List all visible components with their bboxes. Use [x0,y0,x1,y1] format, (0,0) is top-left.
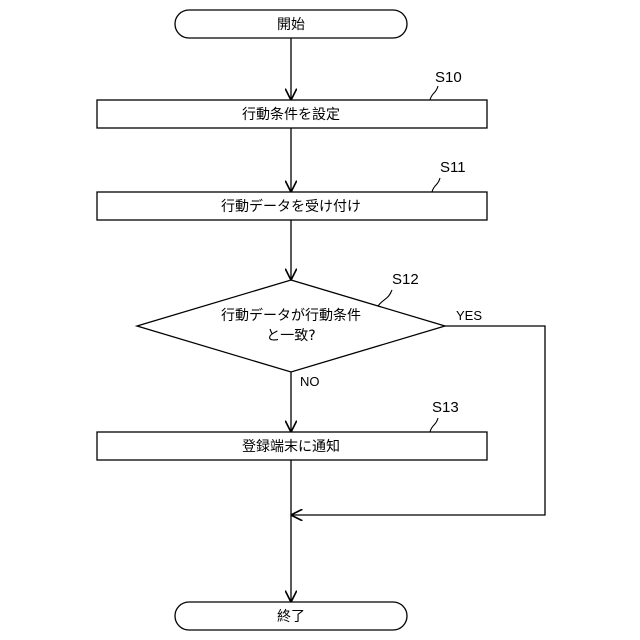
s11-leader [432,178,440,192]
s13-label: S13 [432,399,459,416]
receive-data-label: 行動データを受け付け [221,198,361,215]
decision-label-line2: と一致? [266,328,315,344]
set-conditions-label: 行動条件を設定 [242,106,340,123]
end-label: 終了 [277,609,305,625]
s12-label: S12 [392,271,419,288]
start-label: 開始 [277,17,305,33]
decision-label-line1: 行動データが行動条件 [221,307,361,324]
s12-leader [378,290,392,306]
notify-label: 登録端末に通知 [242,438,340,455]
s11-label: S11 [440,159,466,176]
s13-leader [430,418,438,432]
decision-diamond [137,280,445,372]
s10-leader [430,86,438,100]
s10-label: S10 [435,69,462,86]
yes-label: YES [456,308,482,323]
no-label: NO [300,374,320,389]
